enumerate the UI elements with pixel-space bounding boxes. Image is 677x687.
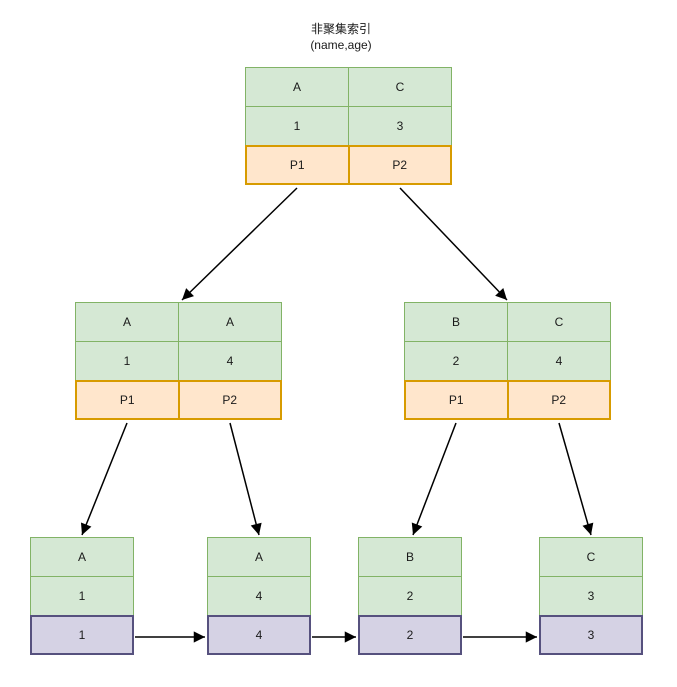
branch-left-node-cell: 4 [178,342,281,380]
leaf-node-a1-cell: 1 [78,589,86,603]
branch-right-node-row-3: P1 P2 [404,380,611,420]
branch-left-node-cell: P2 [177,382,281,418]
branch-left-node-cell: 1 [123,354,131,368]
leaf-node-b2-row-3: 2 [358,615,462,655]
root-node-cell: 1 [293,119,301,133]
branch-right-node-cell: B [451,315,460,329]
root-node-cell: C [348,68,451,106]
leaf-node-c3-row-3: 3 [539,615,643,655]
leaf-node-b2-cell: B [405,550,414,564]
leaf-node-c3-cell: C [586,550,596,564]
leaf-node-b2-row-2: 2 [358,576,462,616]
leaf-node-c3: C 3 3 [539,537,643,655]
diagram-title-line1: 非聚集索引 [310,22,371,36]
leaf-node-a1-cell: A [77,550,86,564]
leaf-node-b2: B 2 2 [358,537,462,655]
root-node-cell: 3 [348,107,451,145]
diagram-title: 非聚集索引 (name,age) [241,21,441,53]
root-node-cell: P1 [289,158,305,172]
root-node-cell: A [292,80,301,94]
edge-root-p1-to-left-branch [181,187,298,301]
leaf-node-a1: A 1 1 [30,537,134,655]
leaf-node-a4-cell: A [254,550,263,564]
branch-right-node-cell: P2 [506,382,610,418]
branch-right-node-cell: C [507,303,610,341]
branch-right-node-cell: P1 [448,393,464,407]
leaf-node-a1-cell: 1 [78,628,86,642]
branch-left-node-cell: A [122,315,131,329]
leaf-node-c3-row-1: C [539,537,643,577]
leaf-node-b2-cell: 2 [406,628,414,642]
leaf-node-a1-row-2: 1 [30,576,134,616]
leaf-node-b2-row-1: B [358,537,462,577]
edge-right-p2-to-leaf-c3 [558,422,594,536]
leaf-node-c3-row-2: 3 [539,576,643,616]
leaf-node-b2-cell: 2 [406,589,414,603]
leaf-node-a4-row-1: A [207,537,311,577]
edge-right-p1-to-leaf-b2 [411,422,457,536]
leaf-node-c3-cell: 3 [587,589,595,603]
root-node-row-3: P1 P2 [245,145,452,185]
leaf-node-a4-row-3: 4 [207,615,311,655]
leaf-node-a1-row-1: A [30,537,134,577]
branch-left-node-cell: A [178,303,281,341]
edge-left-p2-to-leaf-a4 [229,422,262,536]
leaf-node-a4-cell: 4 [255,628,263,642]
leaf-node-a4-row-2: 4 [207,576,311,616]
edge-left-p1-to-leaf-a1 [80,422,128,536]
edge-root-p2-to-right-branch [399,187,508,301]
leaf-node-a1-row-3: 1 [30,615,134,655]
branch-left-node-row-3: P1 P2 [75,380,282,420]
root-node-cell: P2 [347,147,451,183]
branch-right-node-cell: 4 [507,342,610,380]
branch-right-node-cell: 2 [452,354,460,368]
leaf-node-a4: A 4 4 [207,537,311,655]
leaf-node-a4-cell: 4 [255,589,263,603]
diagram-title-line2: (name,age) [310,38,372,52]
branch-left-node-cell: P1 [119,393,135,407]
leaf-node-c3-cell: 3 [587,628,595,642]
